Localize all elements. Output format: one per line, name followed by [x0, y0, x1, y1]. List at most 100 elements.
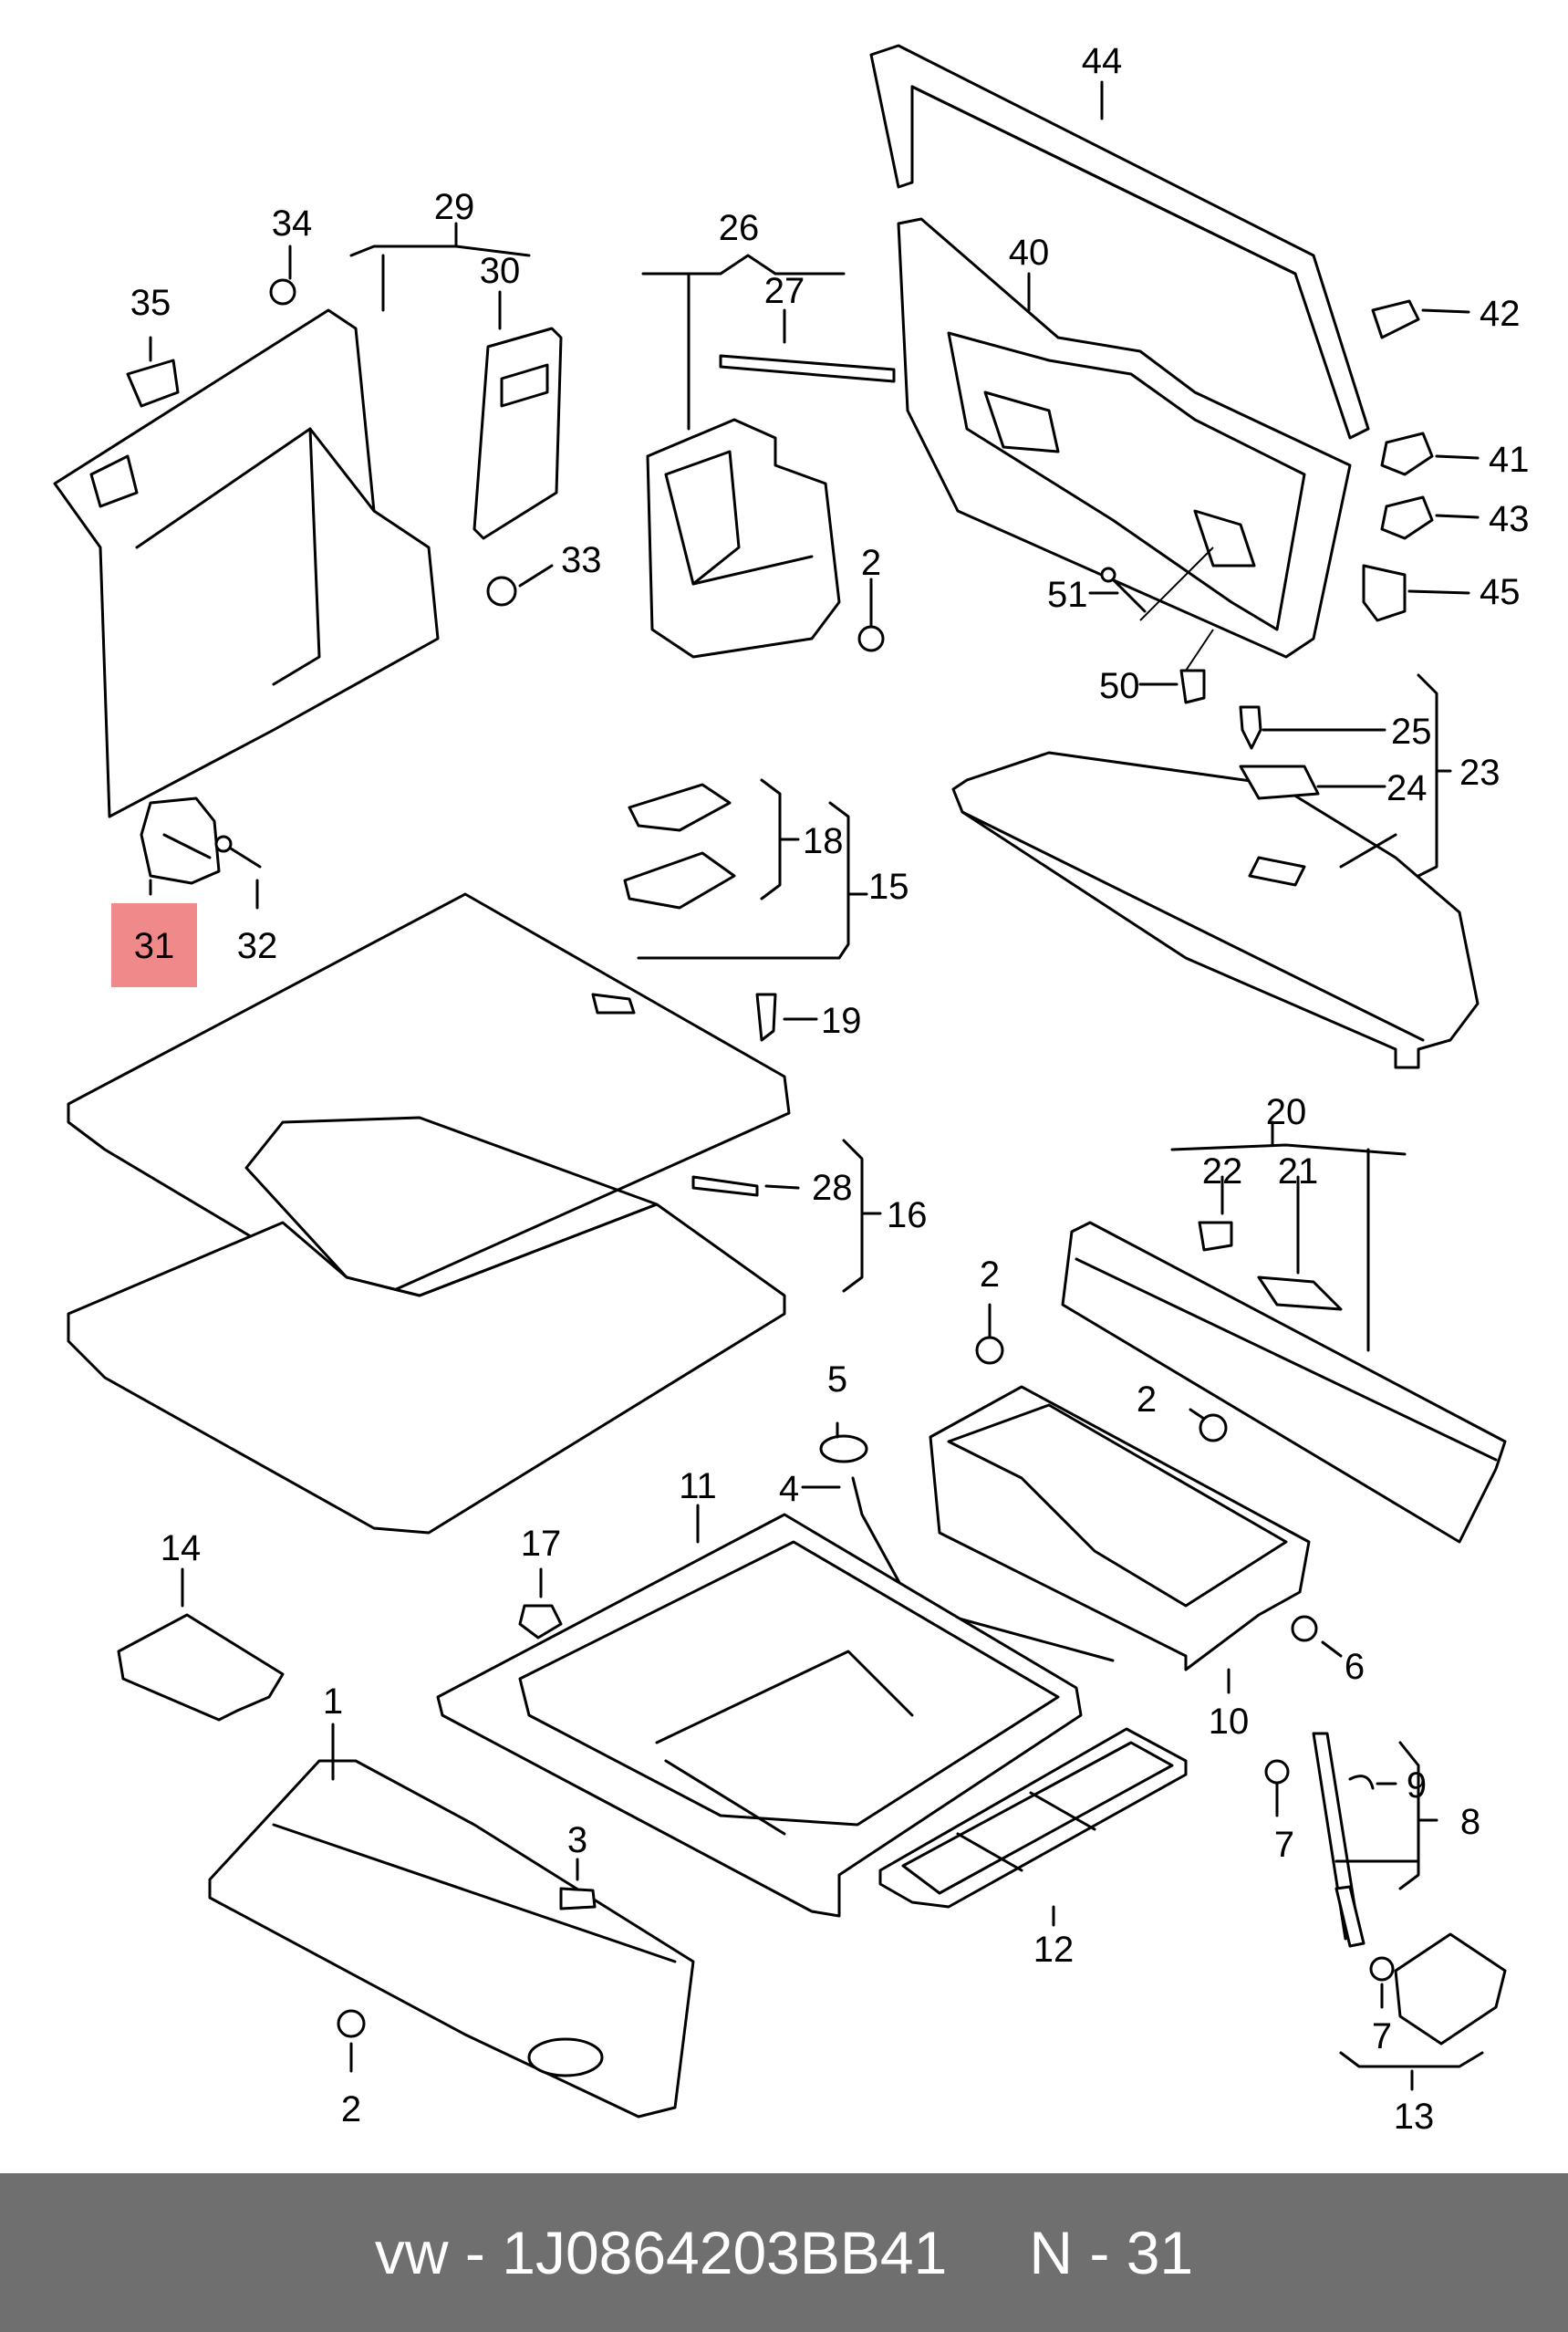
floor-panel: [208, 1759, 695, 2119]
label-33: 33: [561, 540, 602, 580]
label-7-b: 7: [1372, 2016, 1392, 2056]
label-10: 10: [1209, 1702, 1250, 1742]
label-7-a: 7: [1274, 1825, 1294, 1865]
label-20: 20: [1266, 1092, 1307, 1132]
label-2-d: 2: [341, 2089, 361, 2129]
label-12: 12: [1033, 1930, 1075, 1970]
bolt-2b: [975, 1336, 1004, 1365]
clip-9: [1348, 1775, 1375, 1790]
label-29: 29: [434, 187, 475, 227]
label-51: 51: [1047, 575, 1088, 615]
clip-45: [1362, 564, 1407, 622]
label-21: [1257, 1275, 1343, 1311]
label-5: 5: [827, 1359, 847, 1400]
clip-33: [486, 576, 517, 607]
tailgate-trim-panel: [897, 217, 1352, 659]
bolt-2c: [1199, 1413, 1228, 1442]
label-4: 4: [779, 1469, 799, 1509]
clip-43: [1380, 495, 1434, 540]
lashing-eye-31: [140, 796, 221, 885]
storage-tray: [929, 1385, 1311, 1671]
screw-19: [755, 993, 777, 1042]
gas-strut: [1312, 1732, 1366, 1948]
bolt-7a: [1264, 1759, 1290, 1785]
exploded-parts-diagram: 44 40 42 41 43 45 51 50 25 24 23 26 27 2…: [53, 41, 1530, 2137]
tailgate-seal-frame: [869, 44, 1370, 440]
part-labels: 44 40 42 41 43 45 51 50 25 24 23 26 27 2…: [130, 41, 1530, 2137]
label-2-b: 2: [980, 1254, 1000, 1295]
cover-30: [472, 327, 563, 540]
seal-frame-18b: [623, 851, 736, 910]
luggage-cover: [951, 751, 1480, 1069]
label-40: 40: [1009, 233, 1050, 273]
footer-ref-number: 31: [1126, 2219, 1194, 2286]
label-42: 42: [1480, 294, 1521, 334]
leader-lines: [149, 80, 1484, 2091]
label-41: 41: [1489, 440, 1530, 480]
label-43: 43: [1489, 499, 1530, 539]
floor-mat: [67, 1116, 786, 1535]
bracket-14: [117, 1613, 285, 1722]
clip-35: [126, 359, 180, 408]
pin-28: [691, 1175, 759, 1197]
label-23: 23: [1459, 753, 1501, 793]
label-28: 28: [812, 1168, 853, 1208]
label-25: 25: [1391, 712, 1432, 752]
clip-42: [1371, 299, 1420, 339]
label-24: 24: [1386, 768, 1428, 808]
label-2-c: 2: [1137, 1379, 1157, 1420]
clip-6: [1291, 1615, 1318, 1642]
part-footer: vw - 1J0864203BB41 N - 31: [0, 2173, 1568, 2332]
bolt-2d: [337, 2009, 366, 2038]
clip-50: [1179, 669, 1206, 704]
footer-brand: vw: [374, 2219, 449, 2286]
label-31: 31: [134, 926, 175, 966]
label-11: 11: [679, 1466, 717, 1506]
clip-17: [518, 1604, 563, 1640]
floor-frame: [436, 1513, 1083, 1918]
bolt-2a: [857, 625, 885, 652]
label-35: 35: [130, 283, 171, 323]
label-34: 34: [272, 203, 313, 244]
side-trim-box: [646, 418, 841, 659]
label-3: 3: [567, 1820, 587, 1860]
clip-41: [1380, 432, 1434, 476]
screw-32: [214, 835, 262, 869]
label-14: 14: [161, 1528, 202, 1568]
label-9: 9: [1407, 1765, 1427, 1806]
label-26: 26: [719, 208, 760, 248]
label-22: 22: [1202, 1151, 1243, 1192]
seal-frame-18a: [628, 783, 732, 832]
label-16: 16: [887, 1195, 928, 1235]
bolt-7b: [1369, 1956, 1395, 1982]
label-50: 50: [1099, 666, 1140, 706]
screw-25: [1239, 705, 1262, 750]
label-30: 30: [480, 251, 521, 291]
label-19: 19: [821, 1001, 862, 1041]
cable-4: [851, 1476, 1115, 1662]
footer-ref-separator: -: [1089, 2219, 1110, 2286]
bolt-34: [269, 278, 296, 306]
bracket-24: [1239, 765, 1320, 800]
label-32: 32: [237, 926, 278, 966]
label-17: 17: [521, 1524, 562, 1564]
label-27: 27: [764, 271, 805, 311]
footer-part-number: 1J0864203BB41: [502, 2219, 948, 2286]
label-2-a: 2: [861, 543, 881, 583]
label-45: 45: [1480, 572, 1521, 612]
grommet-5: [819, 1434, 868, 1463]
label-18: 18: [803, 821, 844, 861]
label-15: 15: [868, 867, 909, 907]
tray-insert: [878, 1727, 1188, 1909]
screw-51: [1100, 567, 1147, 613]
footer-separator: -: [464, 2219, 485, 2286]
label-8: 8: [1460, 1802, 1480, 1842]
footer-ref-prefix: N: [1029, 2219, 1074, 2286]
label-6: 6: [1345, 1647, 1365, 1687]
bracket-13: [1394, 1932, 1507, 2046]
side-trim-panel: [53, 308, 440, 818]
label-21: 21: [1278, 1151, 1319, 1192]
label-44: 44: [1082, 41, 1123, 81]
label-1: 1: [323, 1681, 343, 1722]
highlight-31: [111, 903, 197, 987]
